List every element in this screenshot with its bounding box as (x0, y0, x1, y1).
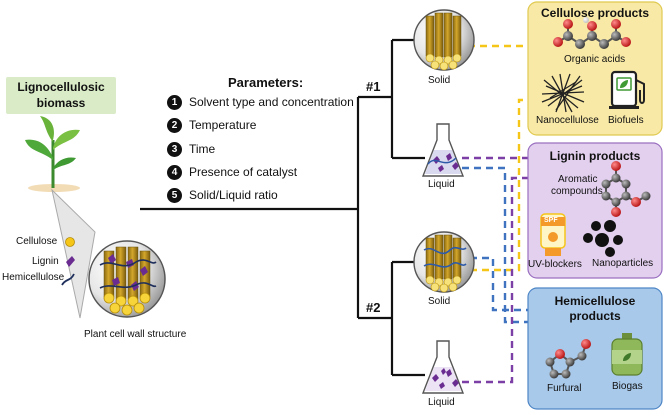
zoom-cone (51, 188, 96, 319)
lignin-fragment-icon (66, 256, 75, 267)
biogas-label: Biogas (612, 381, 643, 392)
parameter-label-1: Solvent type and concentration (189, 95, 354, 109)
liquid-2-label: Liquid (428, 397, 455, 408)
aromatic-molecule-icon (601, 161, 651, 217)
aromatic-compounds-label-line2: compounds (551, 186, 603, 197)
parameters-title: Parameters: (228, 75, 304, 90)
cellulose-products-title: Cellulose products (540, 6, 650, 20)
structure-label: Plant cell wall structure (84, 329, 187, 340)
legend-label-cellulose: Cellulose (16, 236, 58, 247)
parameter-label-5: Solid/Liquid ratio (189, 188, 278, 202)
parameter-label-2: Temperature (189, 118, 257, 132)
parameter-label-4: Presence of catalyst (189, 165, 298, 179)
aromatic-compounds-label-line1: Aromatic (558, 174, 598, 185)
furfural-molecule-icon (545, 339, 591, 379)
liquid-1-label: Liquid (428, 179, 455, 190)
hemicellulose-products-title-line2: products (569, 309, 621, 323)
process-lines (140, 38, 425, 377)
cell-wall-structure-image (88, 240, 166, 318)
nanocellulose-label: Nanocellulose (536, 115, 599, 126)
sunscreen-bottle-icon (540, 213, 566, 256)
source-title-line2: biomass (36, 96, 86, 110)
parameter-number-5: 5 (167, 188, 182, 203)
solid-1-label: Solid (428, 75, 451, 86)
solid-2-label: Solid (428, 296, 451, 307)
biofuels-label: Biofuels (608, 115, 644, 126)
plant-icon (25, 116, 80, 192)
connector-solid2-cellulose (470, 98, 528, 272)
lignin-products-title: Lignin products (549, 149, 641, 163)
solid-2-image (413, 231, 475, 293)
route-1-label: #1 (366, 79, 381, 94)
connector-liquid2-lignin (462, 176, 528, 384)
biofuel-pump-icon (609, 70, 645, 109)
route-2-label: #2 (366, 300, 381, 315)
nanoparticles-label: Nanoparticles (592, 258, 654, 269)
connector-liquid1-hemicellulose (462, 166, 528, 324)
hemicellulose-strand-icon (61, 273, 75, 286)
connector-solid2-hemicellulose (470, 256, 528, 312)
organic-acid-molecule-icon (553, 17, 631, 49)
nanoparticles-icon (583, 220, 623, 257)
furfural-label: Furfural (547, 383, 582, 394)
liquid-1-flask (421, 123, 465, 177)
parameter-label-3: Time (189, 142, 216, 156)
biogas-cylinder-icon (611, 333, 643, 376)
parameter-number-2: 2 (167, 118, 182, 133)
uv-blockers-label: UV-blockers (528, 259, 582, 270)
nanocellulose-fibers-icon (541, 73, 585, 113)
liquid-2-flask (421, 340, 465, 394)
legend-label-hemicellulose: Hemicellulose (2, 272, 65, 283)
hemicellulose-products-title-line1: Hemicellulose (554, 294, 636, 308)
cellulose-circle-icon (65, 237, 75, 247)
organic-acids-label: Organic acids (564, 54, 626, 65)
connectors (462, 44, 528, 384)
source-title-line1: Lignocellulosic (17, 80, 105, 94)
parameter-number-3: 3 (167, 142, 182, 157)
source-title-box: Lignocellulosic biomass (6, 77, 116, 114)
parameter-number-4: 4 (167, 165, 182, 180)
hemicellulose-products-box (527, 287, 663, 410)
parameter-number-1: 1 (167, 95, 182, 110)
solid-1-image (413, 9, 475, 71)
legend-label-lignin: Lignin (32, 256, 59, 267)
spf-text: SPF (544, 217, 558, 224)
